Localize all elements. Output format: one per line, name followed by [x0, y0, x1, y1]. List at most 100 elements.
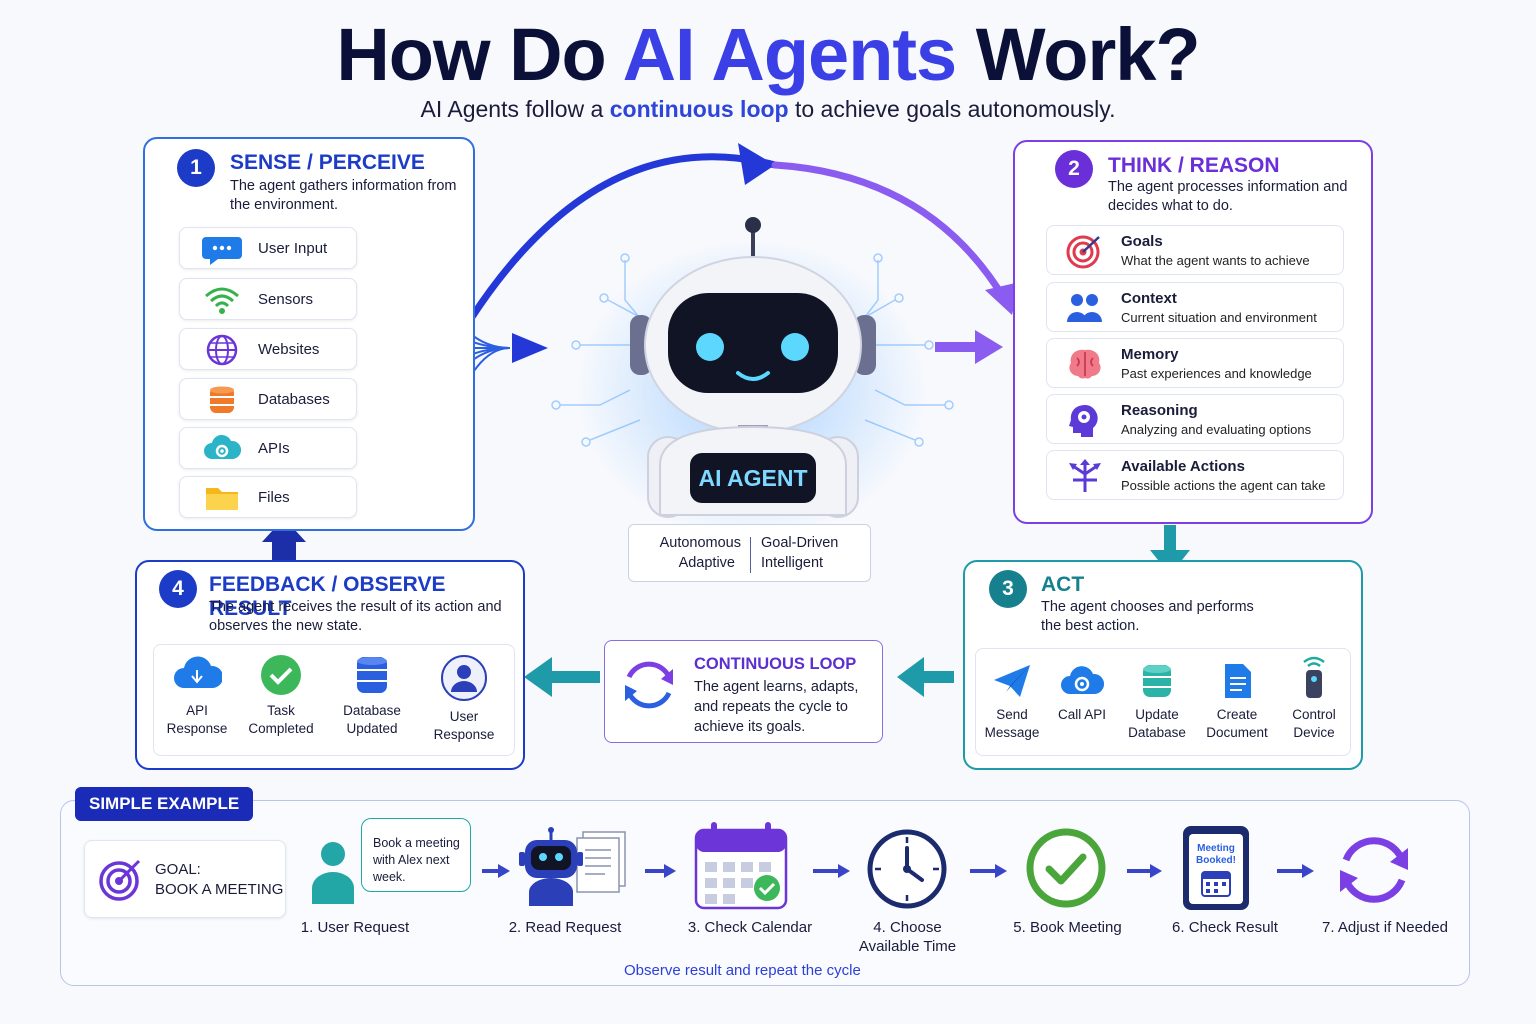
result-database-updated: Database Updated — [329, 654, 415, 738]
think-item-description: Past experiences and knowledge — [1121, 366, 1312, 381]
page-subtitle: AI Agents follow a continuous loop to ac… — [420, 96, 1116, 122]
action-send-message: Send Message — [979, 662, 1045, 742]
target-icon — [99, 859, 141, 901]
loop-title: CONTINUOUS LOOP — [694, 655, 857, 673]
goal-value: BOOK A MEETING — [155, 881, 284, 898]
source-websites: Websites — [179, 328, 357, 370]
cycle-icon — [1340, 837, 1408, 903]
think-item-goals: Goals What the agent wants to achieve — [1046, 225, 1344, 275]
step-number-4: 4 — [159, 570, 197, 608]
source-sensors: Sensors — [179, 278, 357, 320]
subtitle-highlight: continuous loop — [609, 96, 789, 122]
user-icon — [441, 655, 487, 701]
document-icon — [1225, 664, 1251, 698]
head-gear-icon — [1069, 405, 1098, 437]
loop-description: The agent learns, adapts, and repeats th… — [694, 679, 859, 735]
example-step-7: 7. Adjust if Needed — [1322, 919, 1448, 936]
think-item-description: Current situation and environment — [1121, 310, 1317, 325]
example-step-1: 1. User Request — [300, 919, 410, 936]
source-files: Files — [179, 476, 357, 518]
database-icon — [210, 386, 234, 413]
think-panel: 2 THINK / REASON The agent processes inf… — [1013, 140, 1373, 524]
think-item-context: Context Current situation and environmen… — [1046, 282, 1344, 332]
act-panel: 3 ACT The agent chooses and performs the… — [963, 560, 1363, 770]
database-icon — [357, 657, 387, 693]
source-databases: Databases — [179, 378, 357, 420]
branch-arrows-icon — [1069, 459, 1101, 492]
result-user-response: User Response — [421, 654, 507, 744]
goal-card: GOAL: BOOK A MEETING — [84, 840, 286, 918]
source-label: Files — [258, 489, 290, 506]
trait-goal-driven: Goal-Driven — [761, 535, 839, 551]
act-title: ACT — [1041, 573, 1085, 596]
title-highlight: AI Agents — [622, 13, 958, 96]
think-item-description: Analyzing and evaluating options — [1121, 422, 1312, 437]
source-user-input: User Input — [179, 227, 357, 269]
cycle-icon — [625, 661, 673, 709]
agent-traits-box: Autonomous Goal-Driven Adaptive Intellig… — [628, 524, 871, 582]
think-item-memory: Memory Past experiences and knowledge — [1046, 338, 1344, 388]
sense-panel: 1 SENSE / PERCEIVE The agent gathers inf… — [143, 137, 475, 531]
continuous-loop-box: CONTINUOUS LOOP The agent learns, adapts… — [604, 640, 883, 743]
request-bubble-text: Book a meeting with Alex next week. — [373, 836, 460, 884]
target-icon — [1066, 235, 1100, 269]
feedback-description: The agent receives the result of its act… — [209, 599, 502, 634]
think-item-description: What the agent wants to achieve — [1121, 253, 1310, 268]
robot-reading-icon — [519, 827, 626, 906]
meeting-booked-label: Meeting Booked! — [1196, 843, 1236, 866]
source-label: APIs — [258, 440, 290, 457]
request-bubble: Book a meeting with Alex next week. — [361, 818, 471, 892]
action-create-document: Create Document — [1197, 662, 1277, 742]
think-title: THINK / REASON — [1108, 154, 1280, 177]
think-item-actions: Available Actions Possible actions the a… — [1046, 450, 1344, 500]
repeat-cycle-label: Observe result and repeat the cycle — [610, 962, 875, 979]
wifi-icon — [205, 287, 239, 314]
people-icon — [1067, 294, 1102, 322]
source-label: Websites — [258, 341, 320, 358]
action-update-database: Update Database — [1117, 662, 1197, 742]
think-item-title: Reasoning — [1121, 402, 1198, 419]
example-step-5: 5. Book Meeting — [1013, 919, 1122, 936]
sense-description: The agent gathers information from the e… — [230, 178, 457, 213]
result-task-completed: Task Completed — [241, 654, 321, 738]
sense-title: SENSE / PERCEIVE — [230, 151, 425, 174]
source-label: User Input — [258, 240, 328, 257]
example-step-2: 2. Read Request — [508, 919, 622, 936]
phone-calendar-icon — [1183, 826, 1249, 910]
example-step-3: 3. Check Calendar — [687, 919, 813, 936]
check-circle-icon — [261, 655, 301, 695]
folder-icon — [206, 488, 238, 510]
arc-sense-to-think — [466, 153, 779, 324]
globe-icon — [206, 334, 238, 366]
think-item-reasoning: Reasoning Analyzing and evaluating optio… — [1046, 394, 1344, 444]
think-item-title: Available Actions — [1121, 458, 1245, 475]
think-description: The agent processes information and deci… — [1108, 179, 1348, 214]
cloud-icon — [174, 656, 222, 688]
chat-bubble-icon — [202, 237, 242, 265]
cloud-gear-icon — [204, 434, 242, 459]
paper-plane-icon — [994, 665, 1030, 697]
user-figure-icon — [312, 842, 354, 904]
act-description: The agent chooses and performs the best … — [1041, 599, 1254, 634]
trait-adaptive: Adaptive — [678, 555, 735, 571]
step-number-2: 2 — [1055, 150, 1093, 188]
trait-intelligent: Intelligent — [761, 555, 824, 571]
think-item-title: Goals — [1121, 233, 1163, 250]
robot-illustration — [630, 217, 876, 518]
goal-label: GOAL: — [155, 861, 201, 878]
example-step-6: 6. Check Result — [1172, 919, 1278, 936]
calendar-check-icon — [694, 822, 788, 910]
think-item-title: Memory — [1121, 346, 1179, 363]
result-api-response: API Response — [157, 654, 237, 738]
action-control-device: Control Device — [1279, 654, 1349, 742]
step-number-1: 1 — [177, 149, 215, 187]
trait-divider — [750, 537, 751, 573]
example-step-4: 4. Choose Available Time — [858, 919, 957, 955]
source-label: Databases — [258, 391, 330, 408]
source-apis: APIs — [179, 427, 357, 469]
source-label: Sensors — [258, 291, 314, 308]
device-icon — [1303, 656, 1325, 698]
database-icon — [1143, 665, 1171, 697]
think-item-description: Possible actions the agent can take — [1121, 478, 1326, 493]
